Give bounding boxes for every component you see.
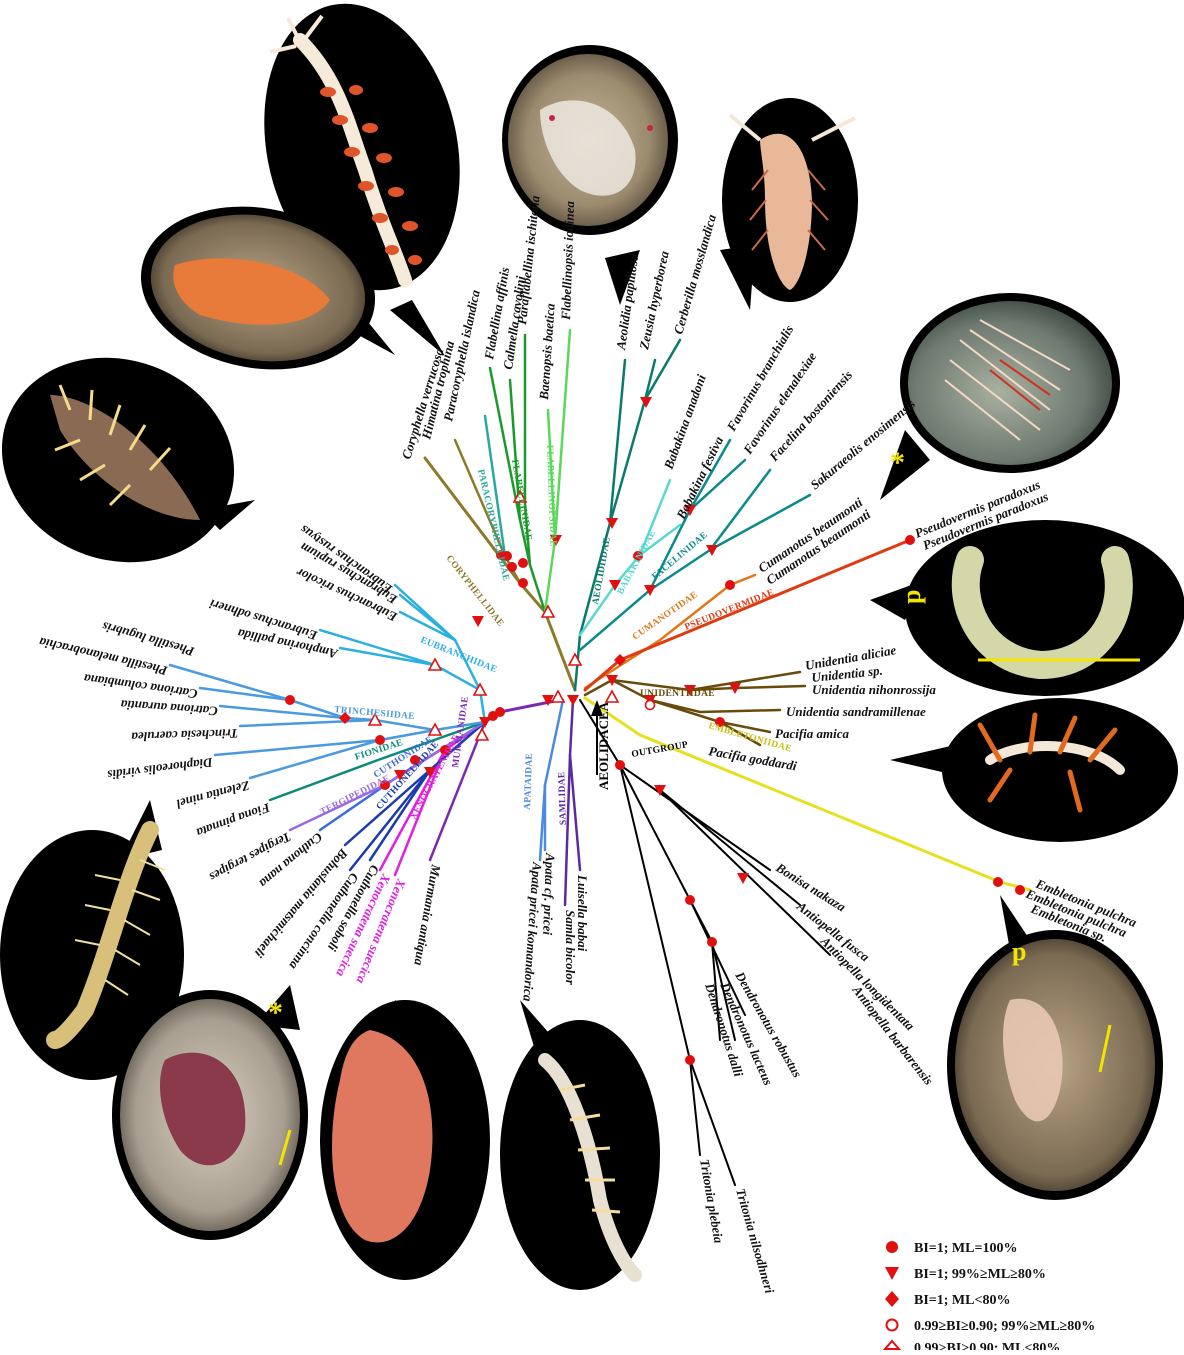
photo-favorinus-zoom: *	[880, 293, 1120, 500]
taxon-label: Catriona aurantia	[120, 697, 218, 719]
support-triangle-up-open-icon	[474, 684, 486, 695]
family-label-paracoryphellidae: PARACORYPHELLIDAE	[475, 468, 510, 582]
taxon-label: Fiona pinnata	[194, 800, 273, 841]
photo-embletonia-sandy: p	[947, 895, 1163, 1200]
photo-mark-star: *	[268, 996, 283, 1029]
taxon-label: Pacifia amica	[775, 726, 850, 741]
support-circle-open-icon	[646, 701, 655, 710]
taxon-label: Tritonia plebeia	[697, 1158, 727, 1245]
taxon-label: Tritonia nilsodhneri	[733, 1187, 777, 1296]
taxon-label: Trinchesia caerulea	[131, 726, 239, 745]
legend-circle-open-icon	[887, 1320, 898, 1331]
legend-label: BI=1; ML<80%	[914, 1293, 1010, 1308]
support-triangle-down-icon	[640, 397, 652, 408]
support-circle-filled-icon	[495, 707, 505, 717]
support-circle-filled-icon	[685, 895, 695, 905]
support-circle-filled-icon	[685, 1055, 695, 1065]
support-symbols	[285, 397, 1025, 1065]
support-triangle-down-icon	[472, 616, 484, 627]
photo-mark-p: p	[897, 590, 926, 604]
legend-label: 0.99>BI>0.90: ML<80%	[914, 1341, 1060, 1350]
legend-label: 0.99≥BI≥0.90; 99%≥ML≥80%	[914, 1319, 1095, 1334]
family-label-apataidae: APATAIDAE	[523, 753, 535, 810]
support-circle-filled-icon	[993, 877, 1003, 887]
legend-item: BI=1; ML=100%	[886, 1241, 1017, 1256]
taxon-label: Baenopsis baetica	[536, 302, 558, 401]
support-circle-filled-icon	[905, 535, 915, 545]
support-triangle-up-open-icon	[476, 729, 488, 740]
taxon-label: Zeusia hyperborea	[636, 249, 672, 351]
taxon-label: Diaphoreolis viridis	[107, 755, 215, 783]
taxon-label: Catriona columbiana	[82, 671, 198, 702]
taxon-label: Zelentia ninel	[175, 778, 252, 812]
support-circle-filled-icon	[707, 937, 717, 947]
photo-aeolid-orange	[720, 98, 858, 310]
legend-circle-filled-icon	[886, 1241, 898, 1253]
photo-samla	[500, 1000, 660, 1290]
legend-diamond-icon	[885, 1291, 899, 1307]
photo-xenocratena-pink	[320, 1000, 490, 1280]
family-label-flabellinopsidae: FLABELLINOPSIDAE	[544, 445, 558, 547]
legend-item: BI=1; ML<80%	[885, 1291, 1010, 1308]
support-circle-filled-icon	[518, 558, 528, 568]
taxon-label: Unidentia sandramillenae	[786, 704, 926, 719]
support-circle-filled-icon	[285, 695, 295, 705]
support-circle-filled-icon	[725, 580, 735, 590]
legend-triangle-up-open-icon	[885, 1341, 899, 1349]
support-triangle-down-icon	[567, 695, 579, 706]
support-legend: BI=1; ML=100% BI=1; 99%≥ML≥80% BI=1; ML<…	[885, 1241, 1095, 1350]
taxon-label: Paraflabellina ischitana	[514, 194, 543, 325]
root-arrow: AEOLIDACEA	[591, 700, 611, 790]
taxon-label: Murmania antiqua	[411, 862, 444, 967]
photo-mark-star: *	[890, 446, 905, 479]
taxon-label: Flabellinopsis iodinea	[558, 200, 577, 321]
legend-item: 0.99≥BI≥0.90; 99%≥ML≥80%	[887, 1319, 1096, 1334]
taxon-label: Samla bicolor	[563, 910, 578, 986]
photo-eubranchus-dark	[0, 326, 263, 595]
support-triangle-up-open-icon	[552, 691, 564, 702]
root-label: AEOLIDACEA	[596, 701, 611, 790]
family-label-unidentiidae: UNIDENTIIDAE	[640, 689, 715, 699]
support-circle-filled-icon	[1015, 885, 1025, 895]
support-circle-filled-icon	[615, 760, 625, 770]
taxon-label: Unidentia nihonrossija	[812, 682, 936, 697]
support-circle-filled-icon	[518, 578, 528, 588]
support-triangle-up-open-icon	[606, 691, 618, 702]
legend-label: BI=1; 99%≥ML≥80%	[914, 1267, 1046, 1282]
legend-item: 0.99>BI>0.90: ML<80%	[885, 1341, 1060, 1350]
support-triangle-down-icon	[737, 873, 749, 884]
photo-mark-p: p	[1012, 937, 1026, 966]
photo-embletonia-orange	[890, 698, 1178, 842]
family-label-samlidae: SAMLIDAE	[557, 771, 569, 825]
photo-pseudovermis: p	[870, 520, 1184, 696]
legend-triangle-down-icon	[885, 1267, 899, 1280]
taxon-label: Cerberilla mosslandica	[670, 212, 719, 336]
legend-label: BI=1; ML=100%	[914, 1241, 1017, 1256]
legend-item: BI=1; 99%≥ML≥80%	[885, 1267, 1046, 1282]
family-label-aeolidiidae: AEOLIDIIDAE	[591, 537, 613, 606]
